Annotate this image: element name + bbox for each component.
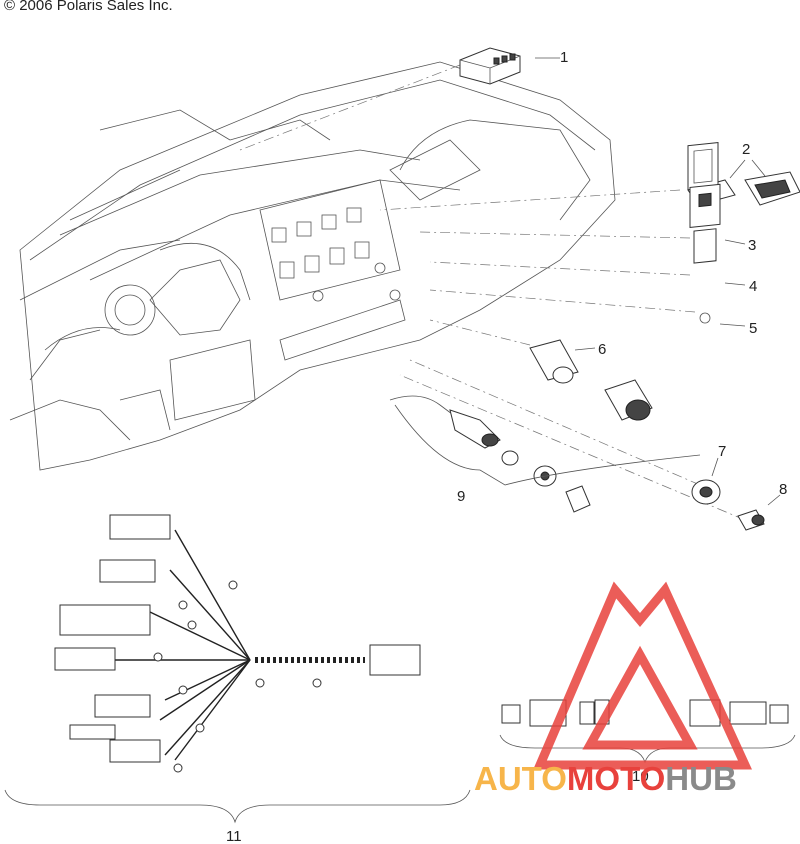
callout-10: 10 — [632, 768, 649, 785]
leader-lines — [239, 64, 746, 521]
part-3-blank-plate — [687, 141, 746, 245]
brand-part-auto: AUTO — [474, 760, 567, 797]
part-9-ignition-assembly — [389, 395, 701, 513]
part-1-switch-block — [459, 47, 560, 85]
callout-2: 2 — [742, 141, 750, 158]
brand-part-moto: MOTO — [566, 760, 666, 797]
callout-4: 4 — [749, 278, 757, 295]
callout-3: 3 — [748, 237, 756, 254]
switch-panel — [271, 207, 401, 302]
callout-1: 1 — [560, 49, 568, 66]
callout-8: 8 — [779, 481, 787, 498]
harness-connectors — [54, 514, 421, 773]
part-7-bezel-ring — [691, 457, 721, 505]
part-5-switch-housing — [693, 228, 746, 327]
callout-6: 6 — [598, 341, 606, 358]
part-8-cap — [737, 494, 781, 531]
callout-9: 9 — [457, 488, 465, 505]
part-6-power-outlet — [529, 339, 653, 421]
brand-part-hub: HUB — [665, 760, 737, 797]
callout-11: 11 — [226, 828, 242, 844]
copyright-notice: © 2006 Polaris Sales Inc. — [4, 0, 173, 14]
callout-5: 5 — [749, 320, 757, 337]
part-11-wiring-harness — [4, 514, 471, 824]
callout-7: 7 — [718, 443, 726, 460]
watermark-brand-text: AUTOMOTOHUB — [474, 760, 737, 798]
watermark-logo-icon — [533, 581, 753, 770]
dashboard-drawing — [9, 61, 616, 471]
callout-labels: 1 2 3 4 5 6 7 8 9 10 11 — [226, 49, 787, 844]
part-4-rocker-switch — [689, 183, 746, 286]
